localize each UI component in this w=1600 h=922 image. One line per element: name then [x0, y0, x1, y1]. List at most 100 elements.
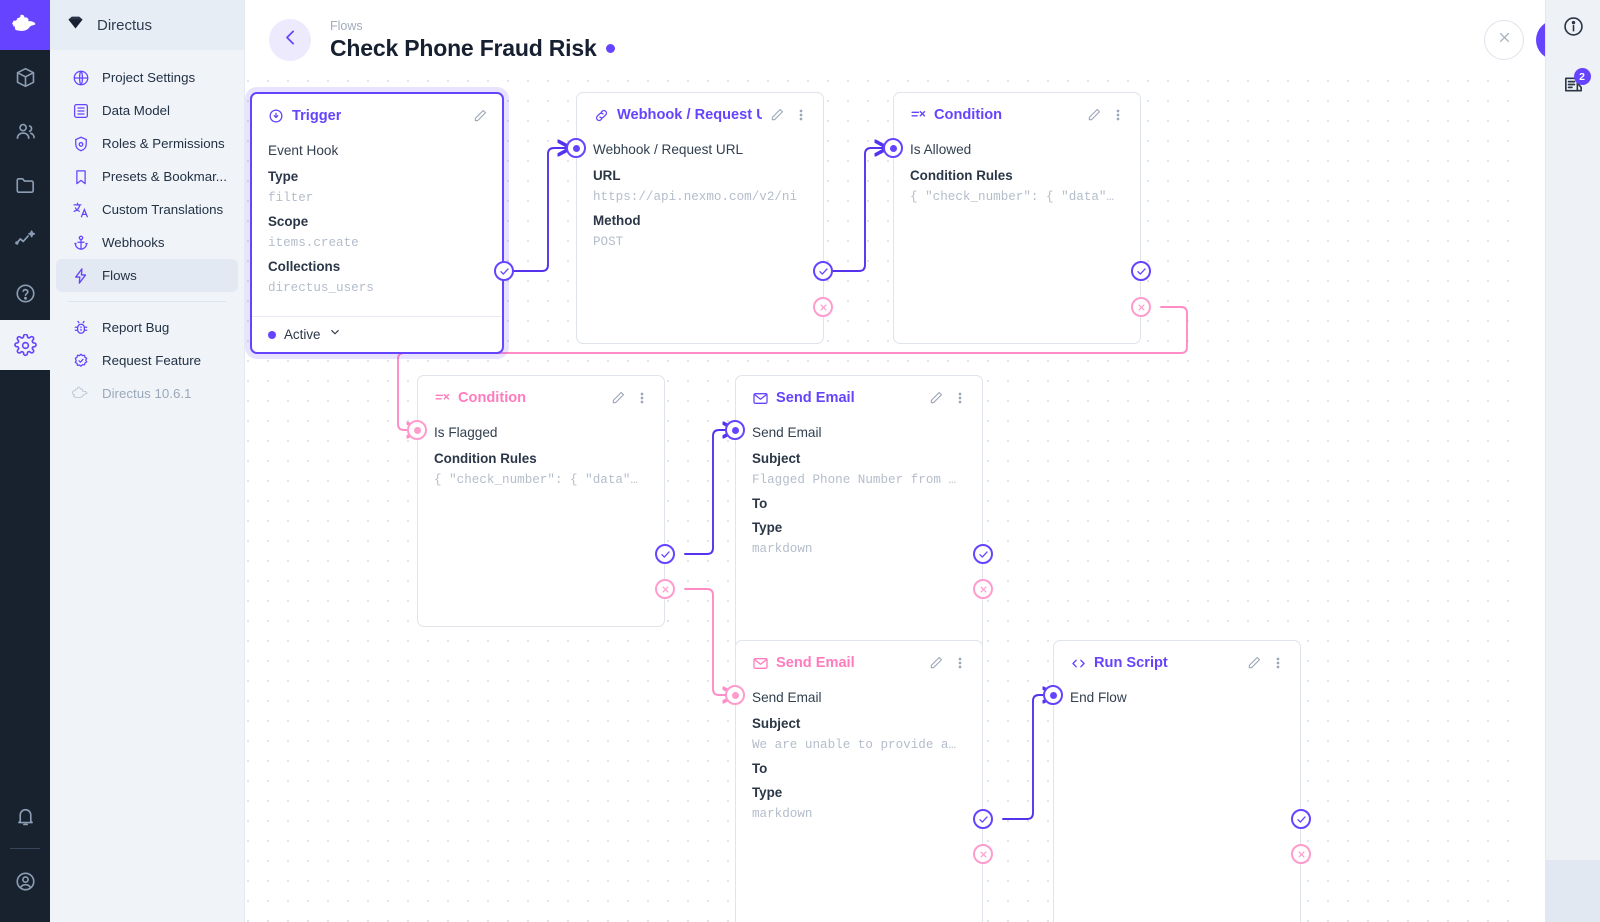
node-type-label: Run Script [1094, 655, 1168, 671]
directus-logo[interactable] [0, 0, 50, 50]
node-reject-send-email-unable[interactable] [973, 844, 993, 864]
node-header: Send Email [736, 376, 982, 420]
condition-icon [434, 391, 451, 406]
logs-button[interactable] [1545, 860, 1600, 922]
back-button[interactable] [269, 19, 311, 61]
node-tools [928, 655, 968, 671]
sidebar-item-label: Webhooks [102, 235, 165, 250]
more-vertical-icon[interactable] [1110, 107, 1126, 123]
project-header[interactable]: Directus [50, 0, 244, 50]
sidebar-item-project-settings[interactable]: Project Settings [56, 61, 238, 94]
node-resolve-webhook[interactable] [813, 261, 833, 281]
revisions-icon [1562, 73, 1585, 101]
settings-sidebar: Directus Project Settings Data Model Rol… [50, 0, 245, 922]
field-value: Flagged Phone Number from … [752, 473, 957, 487]
node-body: Is Flagged Condition Rules { "check_numb… [418, 420, 664, 503]
more-vertical-icon[interactable] [952, 390, 968, 406]
sidebar-item-report-bug[interactable]: Report Bug [56, 311, 238, 344]
sidebar-item-data-model[interactable]: Data Model [56, 94, 238, 127]
field-label: Type [752, 520, 783, 535]
notifications-button[interactable] [0, 789, 50, 843]
node-resolve-run-script[interactable] [1291, 809, 1311, 829]
sidebar-item-roles-permissions[interactable]: Roles & Permissions [56, 127, 238, 160]
sidebar-item-webhooks[interactable]: Webhooks [56, 226, 238, 259]
node-resolve-send-email-flagged[interactable] [973, 544, 993, 564]
field-value: POST [593, 235, 624, 249]
sidebar-item-flows[interactable]: Flows [56, 259, 238, 292]
sidebar-item-label: Flows [102, 268, 137, 283]
globe-icon [72, 69, 90, 87]
node-input-webhook[interactable] [566, 138, 586, 158]
pencil-icon[interactable] [610, 390, 626, 406]
more-vertical-icon[interactable] [793, 107, 809, 123]
sidebar-item-request-feature[interactable]: Request Feature [56, 344, 238, 377]
cancel-button[interactable] [1484, 20, 1524, 60]
bookmark-icon [72, 168, 90, 186]
pencil-icon[interactable] [472, 108, 488, 124]
title-block: Flows Check Phone Fraud Risk [330, 19, 615, 62]
operation-name: Is Allowed [910, 142, 972, 157]
node-input-send-email-unable[interactable] [725, 685, 745, 705]
node-type-label: Trigger [292, 108, 342, 124]
module-docs[interactable] [0, 266, 50, 320]
page-header: Flows Check Phone Fraud Risk [245, 0, 1600, 80]
node-input-condition-allowed[interactable] [883, 138, 903, 158]
page-title: Check Phone Fraud Risk [330, 34, 597, 61]
flow-node-trigger[interactable]: Trigger Event Hook Type filter Scope ite… [250, 92, 504, 354]
node-resolve-condition-flagged[interactable] [655, 544, 675, 564]
more-vertical-icon[interactable] [952, 655, 968, 671]
node-input-run-script[interactable] [1043, 685, 1063, 705]
account-button[interactable] [0, 854, 50, 908]
bug-icon [72, 319, 90, 337]
chevron-down-icon[interactable] [328, 325, 342, 344]
node-reject-condition-flagged[interactable] [655, 579, 675, 599]
module-users[interactable] [0, 104, 50, 158]
envelope-icon [752, 391, 769, 406]
node-input-condition-flagged[interactable] [407, 420, 427, 440]
node-reject-run-script[interactable] [1291, 844, 1311, 864]
operation-name: Send Email [752, 425, 822, 440]
sidebar-item-custom-translations[interactable]: Custom Translations [56, 193, 238, 226]
node-resolve-trigger[interactable] [494, 261, 514, 281]
main-area: Flows Check Phone Fraud Risk [245, 0, 1600, 922]
pencil-icon[interactable] [1086, 107, 1102, 123]
node-input-send-email-flagged[interactable] [725, 420, 745, 440]
node-resolve-condition-allowed[interactable] [1131, 261, 1151, 281]
flow-node-condition-flagged[interactable]: Condition Is Flagged Condition Rules { "… [417, 375, 665, 627]
clipboard-clock-icon [1562, 877, 1585, 905]
flow-node-run-script[interactable]: Run Script End Flow [1053, 640, 1301, 922]
pencil-icon[interactable] [928, 655, 944, 671]
envelope-icon [752, 656, 769, 671]
project-name: Directus [97, 16, 153, 34]
node-reject-condition-allowed[interactable] [1131, 297, 1151, 317]
node-reject-webhook[interactable] [813, 297, 833, 317]
trigger-status-bar[interactable]: Active [252, 316, 502, 352]
module-files[interactable] [0, 158, 50, 212]
pencil-icon[interactable] [928, 390, 944, 406]
flow-node-send-email-unable[interactable]: Send Email Send Email Subject We are una… [735, 640, 983, 922]
more-vertical-icon[interactable] [1270, 655, 1286, 671]
flow-canvas[interactable]: Trigger Event Hook Type filter Scope ite… [245, 80, 1520, 922]
sidebar-item-presets-bookmarks[interactable]: Presets & Bookmar... [56, 160, 238, 193]
breadcrumb[interactable]: Flows [330, 18, 363, 33]
module-insights[interactable] [0, 212, 50, 266]
node-type-label: Condition [458, 390, 527, 406]
node-resolve-send-email-unable[interactable] [973, 809, 993, 829]
node-header: Webhook / Request U [577, 93, 823, 137]
flow-info-button[interactable] [1546, 0, 1600, 58]
flow-node-webhook[interactable]: Webhook / Request U Webhook / Request UR… [576, 92, 824, 344]
module-settings[interactable] [0, 320, 50, 370]
sidebar-divider [68, 301, 226, 302]
more-vertical-icon[interactable] [634, 390, 650, 406]
field-label: Collections [268, 259, 341, 274]
revisions-button[interactable]: 2 [1546, 58, 1600, 116]
module-content[interactable] [0, 50, 50, 104]
node-body: Webhook / Request URL URL https://api.ne… [577, 137, 823, 265]
flow-node-condition-allowed[interactable]: Condition Is Allowed Condition Rules { "… [893, 92, 1141, 344]
pencil-icon[interactable] [1246, 655, 1262, 671]
field-label: Type [752, 785, 783, 800]
status-dot [268, 330, 276, 339]
node-reject-send-email-flagged[interactable] [973, 579, 993, 599]
pencil-icon[interactable] [769, 107, 785, 123]
trigger-icon [268, 109, 285, 124]
